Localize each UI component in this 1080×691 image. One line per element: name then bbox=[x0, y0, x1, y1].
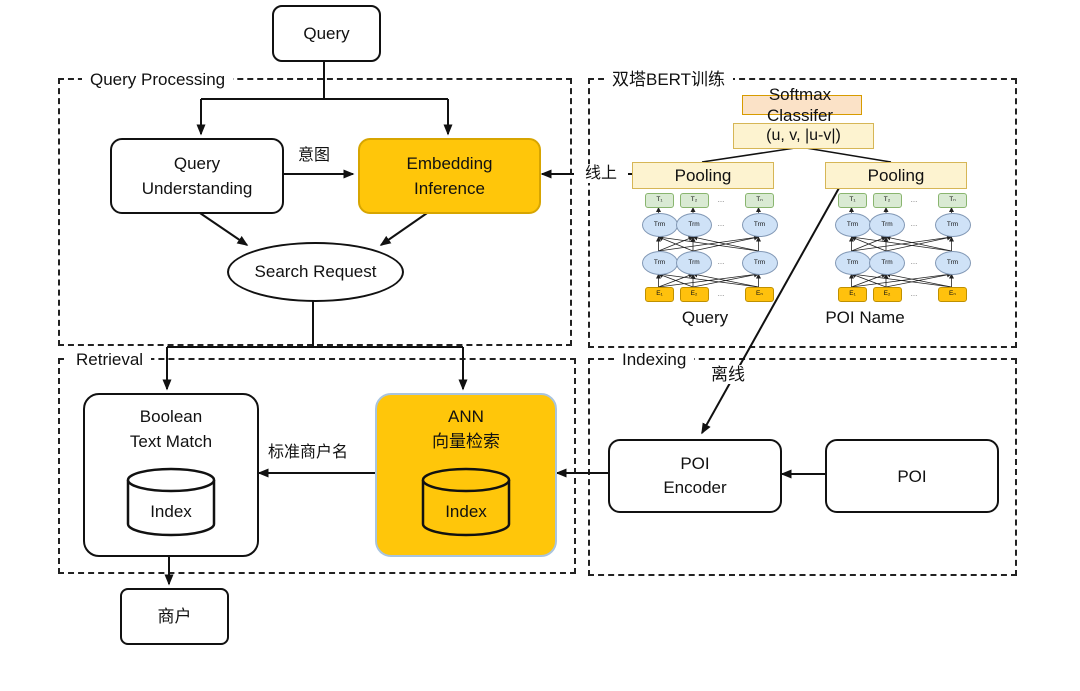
trm-cell: Trm bbox=[676, 213, 712, 237]
ellipsis: ... bbox=[910, 289, 918, 298]
node-query-label: Query bbox=[303, 24, 350, 43]
ellipsis: ... bbox=[717, 257, 725, 266]
softmax-line2: Classifer bbox=[766, 106, 834, 125]
trm-cell: Trm bbox=[869, 251, 905, 275]
index-cylinder-icon bbox=[126, 467, 216, 537]
token-en: Eₙ bbox=[745, 287, 774, 302]
tower-label-poi-name: POI Name bbox=[825, 308, 905, 327]
ellipsis: ... bbox=[910, 195, 918, 204]
softmax-classifier-text: Softmax Classifer bbox=[730, 84, 870, 126]
pooling-box-right: Pooling bbox=[825, 162, 967, 189]
token-tn: Tₙ bbox=[745, 193, 774, 208]
frame-bert-training: 双塔BERT训练 bbox=[588, 68, 1017, 348]
frame-query-processing: Query Processing bbox=[58, 68, 572, 346]
node-query-understanding: Query Understanding bbox=[110, 138, 284, 214]
ann-line2: 向量检索 bbox=[432, 432, 500, 451]
boolean-text-match-title: Boolean Text Match bbox=[85, 404, 257, 454]
token-t2: T₂ bbox=[679, 193, 709, 208]
ellipsis: ... bbox=[717, 289, 725, 298]
pooling-box-left: Pooling bbox=[632, 162, 774, 189]
tower-label-query: Query bbox=[681, 308, 729, 327]
softmax-line1: Softmax bbox=[768, 85, 832, 104]
concat-uv-box: (u, v, |u-v|) bbox=[733, 123, 874, 149]
node-merchant-label: 商户 bbox=[157, 607, 192, 626]
trm-cell: Trm bbox=[741, 251, 778, 275]
node-search-request-label: Search Request bbox=[254, 262, 377, 281]
node-query: Query bbox=[272, 5, 381, 62]
frame-label-retrieval: Retrieval bbox=[68, 348, 152, 371]
ellipsis: ... bbox=[910, 257, 918, 266]
frame-indexing: Indexing bbox=[588, 348, 1017, 576]
token-t1: T₁ bbox=[838, 193, 867, 208]
frame-label-bert-training: 双塔BERT训练 bbox=[604, 68, 734, 91]
bert-tower-query: T₁ T₂ Tₙ ... Trm Trm Trm ... Trm Trm Trm… bbox=[641, 193, 778, 308]
trm-cell: Trm bbox=[869, 213, 905, 237]
bert-tower-poi: T₁ T₂ Tₙ ... Trm Trm Trm ... Trm Trm Trm… bbox=[834, 193, 971, 308]
token-t1: T₁ bbox=[645, 193, 674, 208]
node-merchant: 商户 bbox=[120, 588, 229, 645]
node-query-understanding-line2: Understanding bbox=[141, 179, 253, 198]
boolean-index-label: Index bbox=[150, 502, 192, 521]
ellipsis: ... bbox=[717, 219, 725, 228]
poi-encoder-line1: POI bbox=[680, 454, 710, 473]
frame-label-query-processing: Query Processing bbox=[82, 68, 234, 91]
node-search-request: Search Request bbox=[227, 242, 404, 302]
ann-index-label: Index bbox=[445, 502, 487, 521]
trm-cell: Trm bbox=[934, 251, 971, 275]
token-e1: E₁ bbox=[838, 287, 867, 302]
boolean-line1: Boolean bbox=[139, 407, 203, 426]
token-e1: E₁ bbox=[645, 287, 674, 302]
ellipsis: ... bbox=[717, 195, 725, 204]
trm-cell: Trm bbox=[741, 213, 778, 237]
trm-cell: Trm bbox=[834, 251, 871, 275]
poi-encoder-line2: Encoder bbox=[663, 478, 727, 497]
token-en: Eₙ bbox=[938, 287, 967, 302]
node-poi-label: POI bbox=[897, 466, 927, 486]
frame-retrieval: Retrieval bbox=[58, 348, 576, 574]
node-poi-encoder: POI Encoder bbox=[608, 439, 782, 513]
trm-cell: Trm bbox=[641, 213, 678, 237]
frame-label-indexing: Indexing bbox=[614, 348, 695, 371]
ann-title: ANN 向量检索 bbox=[377, 404, 555, 454]
node-embedding-inference: Embedding Inference bbox=[358, 138, 541, 214]
trm-cell: Trm bbox=[834, 213, 871, 237]
token-tn: Tₙ bbox=[938, 193, 967, 208]
trm-cell: Trm bbox=[641, 251, 678, 275]
node-query-understanding-line1: Query bbox=[173, 154, 221, 173]
token-e2: E₂ bbox=[679, 287, 709, 302]
trm-cell: Trm bbox=[676, 251, 712, 275]
ann-line1: ANN bbox=[448, 407, 484, 426]
edge-label-offline: 离线 bbox=[700, 365, 756, 384]
node-embedding-inference-line2: Inference bbox=[414, 179, 485, 198]
boolean-line2: Text Match bbox=[129, 432, 213, 451]
edge-label-online: 线上 bbox=[574, 164, 628, 183]
index-cylinder-icon bbox=[421, 467, 511, 537]
token-e2: E₂ bbox=[872, 287, 902, 302]
ellipsis: ... bbox=[910, 219, 918, 228]
edge-label-intent: 意图 bbox=[297, 147, 330, 164]
node-poi: POI bbox=[825, 439, 999, 513]
token-t2: T₂ bbox=[872, 193, 902, 208]
node-boolean-text-match: Boolean Text Match Index bbox=[83, 393, 259, 557]
node-embedding-inference-line1: Embedding bbox=[406, 154, 493, 173]
edge-label-standard-merchant-name: 标准商户名 bbox=[267, 444, 348, 461]
softmax-classifier-box bbox=[742, 95, 862, 115]
trm-cell: Trm bbox=[934, 213, 971, 237]
node-ann-vector-retrieval: ANN 向量检索 Index bbox=[375, 393, 557, 557]
